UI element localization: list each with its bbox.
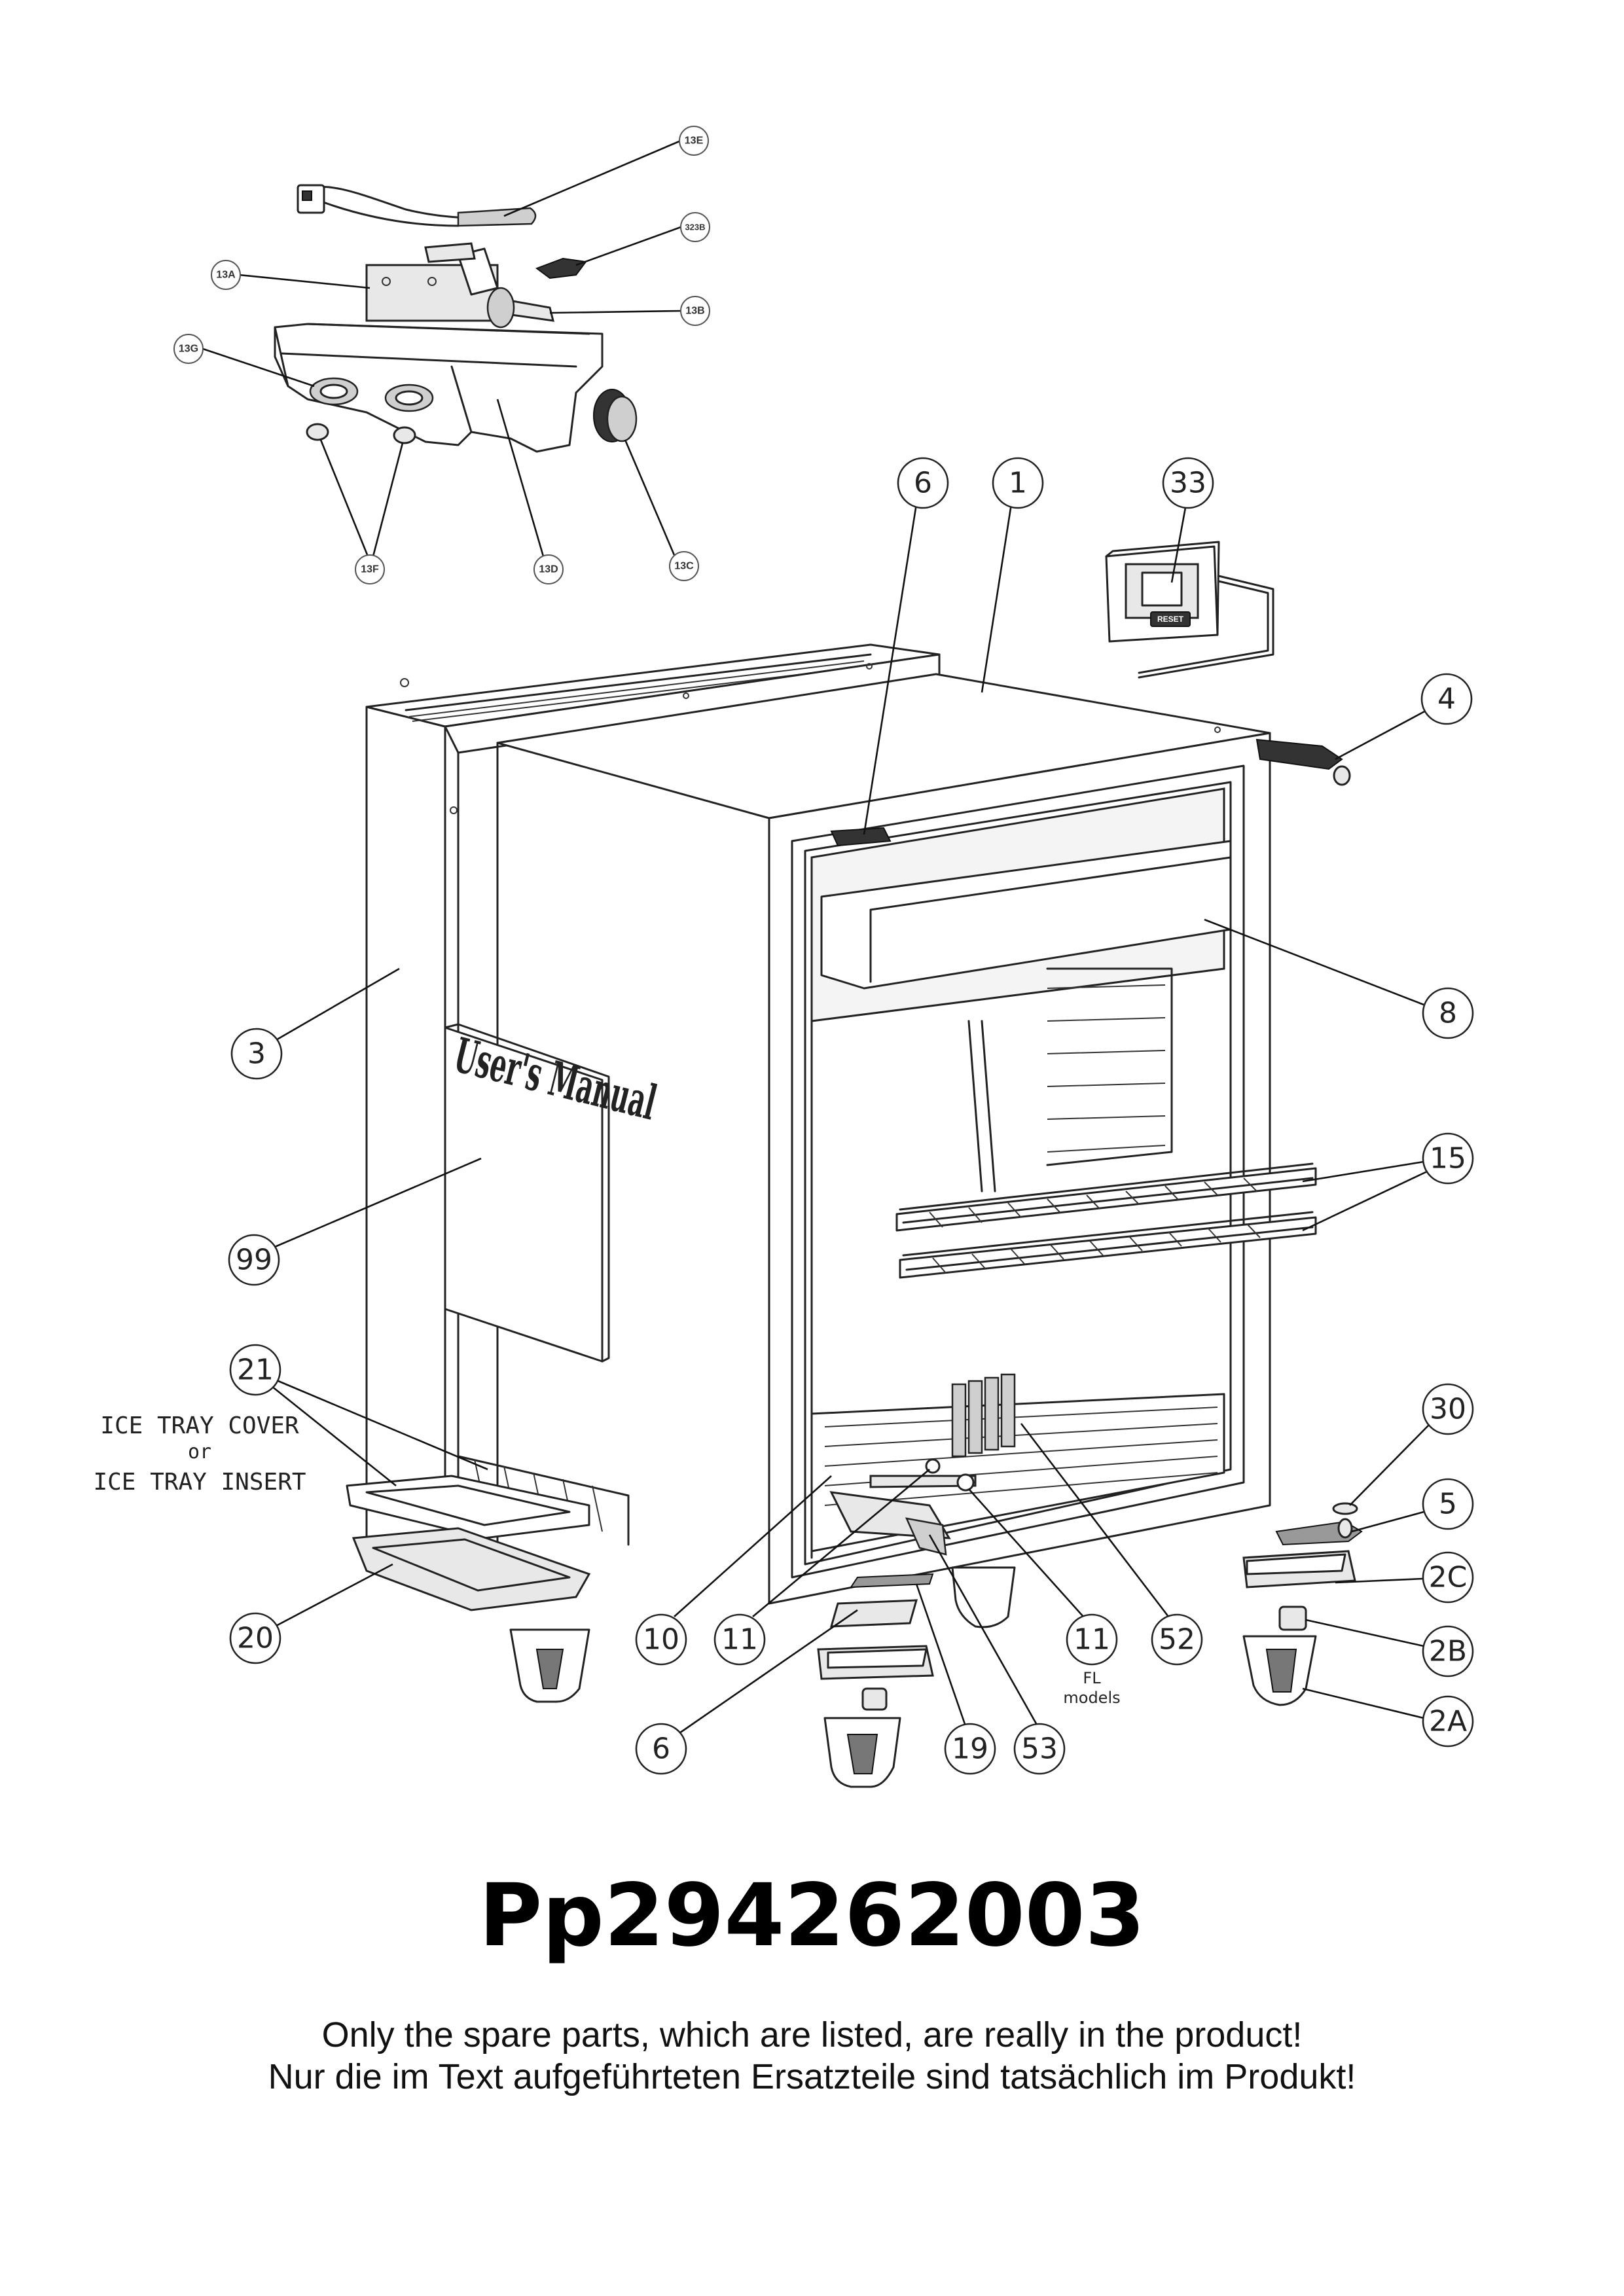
callout-30-label: 30 — [1430, 1393, 1466, 1426]
callout-13E-label: 13E — [685, 135, 704, 147]
callout-52 — [1151, 1613, 1203, 1666]
ice-tray-note: ICE TRAY COVER or ICE TRAY INSERT — [93, 1412, 306, 1496]
callout-19-label: 19 — [952, 1732, 988, 1766]
callout-13G — [173, 334, 204, 364]
callout-13D-label: 13D — [539, 564, 558, 575]
callouts: 6 1 33 4 8 3 15 99 21 — [228, 457, 1474, 1775]
callout-10 — [635, 1613, 687, 1666]
callout-52-label: 52 — [1159, 1623, 1195, 1657]
users-manual: User's Manual — [444, 1023, 662, 1363]
callout-13C-label: 13C — [674, 561, 694, 572]
callout-11-left — [713, 1613, 766, 1666]
thermostat-assembly — [274, 184, 638, 453]
callout-323B-label: 323B — [685, 223, 705, 232]
callout-323B — [680, 212, 710, 242]
callout-20-label: 20 — [237, 1622, 274, 1655]
callout-8 — [1422, 987, 1474, 1039]
callout-99-label: 99 — [236, 1244, 272, 1277]
callout-1 — [992, 457, 1044, 509]
callout-3-label: 3 — [247, 1037, 266, 1071]
callout-13A-label: 13A — [216, 270, 236, 281]
callout-99 — [228, 1234, 280, 1286]
callout-53-label: 53 — [1021, 1732, 1058, 1766]
callout-13B-label: 13B — [685, 306, 704, 317]
callout-8-label: 8 — [1439, 997, 1457, 1030]
callout-13A — [211, 260, 241, 290]
callout-2C-label: 2C — [1429, 1561, 1468, 1594]
document-code: Pp294262003 — [478, 1865, 1146, 1966]
ice-tray-note-line2: or — [188, 1441, 211, 1463]
shelves — [895, 1162, 1317, 1279]
callout-2A — [1422, 1695, 1474, 1748]
callout-4-label: 4 — [1437, 683, 1456, 716]
callout-6-bottom-label: 6 — [652, 1732, 670, 1766]
callout-11-fl — [1066, 1613, 1118, 1666]
callout-2B-label: 2B — [1429, 1635, 1467, 1668]
callout-15-label: 15 — [1430, 1142, 1466, 1175]
callout-21-label: 21 — [237, 1354, 274, 1387]
display-panel: RESET — [1105, 541, 1274, 679]
callout-2A-label: 2A — [1429, 1705, 1467, 1738]
disclaimer-german: Nur die im Text aufgeführteten Ersatztei… — [268, 2057, 1356, 2096]
callout-13F — [355, 554, 385, 584]
ice-trays — [346, 1455, 630, 1611]
callout-6-bottom — [635, 1723, 687, 1775]
callout-6-top-label: 6 — [914, 467, 932, 500]
callout-10-label: 10 — [643, 1623, 679, 1657]
callout-13C — [669, 551, 699, 581]
callout-5-label: 5 — [1439, 1488, 1457, 1521]
callout-5 — [1422, 1478, 1474, 1530]
callout-13E — [679, 126, 709, 156]
callout-2B — [1422, 1625, 1474, 1677]
disclaimer-english: Only the spare parts, which are listed, … — [321, 2015, 1303, 2054]
thermostat-callouts: 13E 323B 13A 13B 13G 13F 13D 13C — [173, 126, 710, 584]
callout-30 — [1422, 1383, 1474, 1435]
callout-33 — [1162, 457, 1214, 509]
ice-tray-note-line3: ICE TRAY INSERT — [93, 1469, 306, 1496]
callout-19 — [944, 1723, 996, 1775]
callout-21 — [229, 1344, 281, 1396]
evaporator-fins — [967, 967, 1173, 1193]
refrigerator-cabinet — [365, 643, 1351, 1605]
callout-11-fl-label: 11 — [1074, 1623, 1110, 1657]
callout-33-label: 33 — [1170, 467, 1206, 500]
callout-1-label: 1 — [1009, 467, 1027, 500]
callout-13D — [533, 554, 564, 584]
callout-3 — [230, 1028, 283, 1080]
fl-note-line1: FL — [1083, 1669, 1101, 1687]
callout-4 — [1420, 673, 1473, 725]
ice-tray-note-line1: ICE TRAY COVER — [100, 1412, 299, 1439]
callout-13F-label: 13F — [361, 564, 379, 575]
callout-53 — [1013, 1723, 1066, 1775]
fl-note-line2: models — [1063, 1689, 1120, 1707]
callout-15 — [1422, 1132, 1474, 1185]
feet — [509, 1502, 1363, 1788]
callout-11-left-label: 11 — [721, 1623, 758, 1657]
callout-6-top — [897, 457, 949, 509]
callout-20 — [229, 1612, 281, 1664]
callout-13B — [680, 296, 710, 326]
reset-label: RESET — [1157, 615, 1184, 624]
callout-13G-label: 13G — [179, 344, 198, 355]
callout-2C — [1422, 1551, 1474, 1604]
